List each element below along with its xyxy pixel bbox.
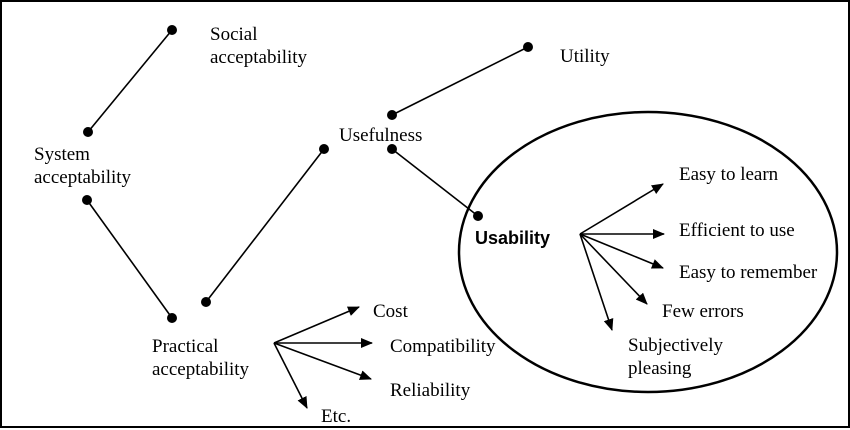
label-compatibility: Compatibility (390, 336, 496, 357)
arrow-to-easy-to-learn (579, 183, 664, 235)
label-reliability: Reliability (390, 380, 471, 401)
label-utility: Utility (560, 46, 610, 67)
label-subjectively-pleasing: Subjectively pleasing (628, 335, 728, 379)
usability-ellipse (457, 110, 839, 394)
label-social-acceptability: Social acceptability (210, 24, 308, 68)
node-dot (82, 195, 92, 205)
node-dot (319, 144, 329, 154)
label-practical-acceptability: Practical acceptability (152, 336, 250, 380)
label-efficient-to-use: Efficient to use (679, 220, 795, 241)
arrow-to-etc (273, 342, 308, 409)
label-usability: Usability (475, 228, 550, 248)
node-dot (523, 42, 533, 52)
edge-usefulness-utility (391, 46, 529, 116)
node-dot (201, 297, 211, 307)
arrow-to-few-errors (579, 233, 648, 305)
edge-system-practical (86, 199, 173, 319)
arrow-to-reliability (273, 342, 372, 380)
label-few-errors: Few errors (662, 301, 744, 322)
node-dot (167, 25, 177, 35)
node-dot (387, 144, 397, 154)
arrow-to-subjectively-pleasing (579, 233, 614, 331)
label-easy-to-learn: Easy to learn (679, 164, 779, 185)
arrow-to-easy-to-remember (579, 233, 664, 269)
node-dot (167, 313, 177, 323)
node-dot (473, 211, 483, 221)
node-dot (387, 110, 397, 120)
arrow-to-cost (273, 306, 360, 344)
label-etc: Etc. (321, 406, 351, 427)
label-usefulness: Usefulness (339, 125, 422, 146)
edge-system-social (87, 29, 173, 133)
label-system-acceptability: System acceptability (34, 144, 132, 188)
edge-practical-usefulness (205, 148, 325, 303)
label-easy-to-remember: Easy to remember (679, 262, 818, 283)
node-dot (83, 127, 93, 137)
edge-usefulness-usability (391, 148, 479, 217)
label-cost: Cost (373, 301, 409, 322)
